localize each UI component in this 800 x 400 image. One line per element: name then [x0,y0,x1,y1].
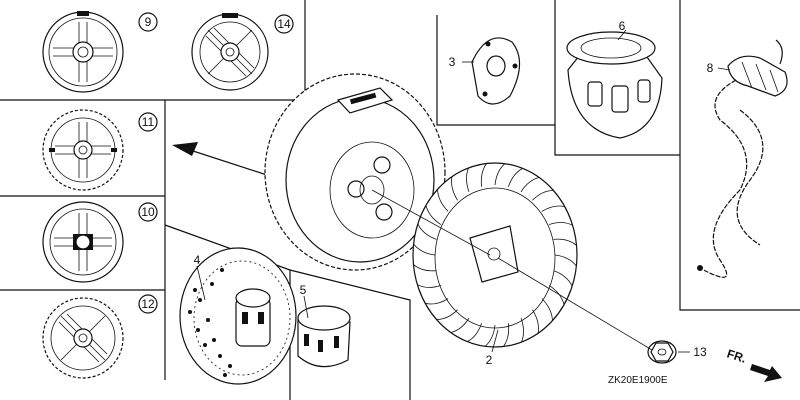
callout-2-label: 2 [486,353,493,367]
callout-12-label: 12 [141,297,155,311]
fan-blade [520,317,524,343]
front-marker-label: FR. [725,346,748,365]
fan-blade [494,163,506,186]
callouts: 9 14 11 10 12 3 6 8 4 5 2 13 [138,12,714,367]
callout-10: 10 [138,202,158,222]
front-marker: FR. [725,346,782,382]
pulley-11 [42,109,124,191]
fan-blade [553,238,577,246]
fan-blade [417,223,437,240]
fan-blade [503,323,510,347]
leader-lines [196,29,731,353]
callout-13-label: 13 [693,345,707,359]
callout-6-label: 6 [619,19,626,33]
callout-11-label: 11 [142,115,155,129]
fan-blade [437,189,449,212]
fan-blade [413,243,436,256]
fan-blade [520,177,540,193]
fan-blade [532,190,554,201]
fan-blade [541,298,553,321]
flange-nut [647,340,677,364]
fan-blade [541,205,565,212]
callout-8-label: 8 [707,61,714,75]
fan-blade [484,324,496,347]
callout-10-label: 10 [141,205,155,219]
fan-blade [466,167,470,193]
callout-3-label: 3 [449,55,456,69]
callout-9-label: 9 [145,15,152,29]
fan-blade [451,176,458,201]
direction-arrow [172,142,271,177]
starter-rope-handle [697,39,788,278]
pulley-9 [42,11,124,93]
pulley-12 [42,297,124,379]
callout-12: 12 [138,294,158,314]
callout-5-label: 5 [300,283,307,297]
callout-14-label: 14 [277,17,291,31]
callout-11: 11 [138,112,158,132]
fan-blade [553,270,573,287]
fan-blade [425,298,449,305]
cooling-fan [412,162,578,348]
callout-4-label: 4 [194,253,201,267]
fan-blade [554,254,577,267]
fan-blade [467,323,482,342]
callout-14: 14 [274,14,294,34]
fan-blade [425,205,442,225]
callout-9: 9 [138,12,158,32]
starter-cup [179,247,297,385]
flywheel [264,73,446,271]
fan-blade [436,309,458,320]
fan-blade [450,317,470,333]
fan-blade [413,264,437,272]
fan-blade [480,163,487,187]
fan-blade [548,222,573,226]
fan-blade [532,309,539,334]
fan-blade [508,168,523,187]
collar [297,305,351,368]
ratchet-plate [471,37,521,105]
pulley-14 [191,13,269,91]
recoil-pulley [566,31,663,139]
pulley-10 [42,201,124,283]
fan-blade [417,284,442,288]
diagram-code: ZK20E1900E [608,375,668,386]
